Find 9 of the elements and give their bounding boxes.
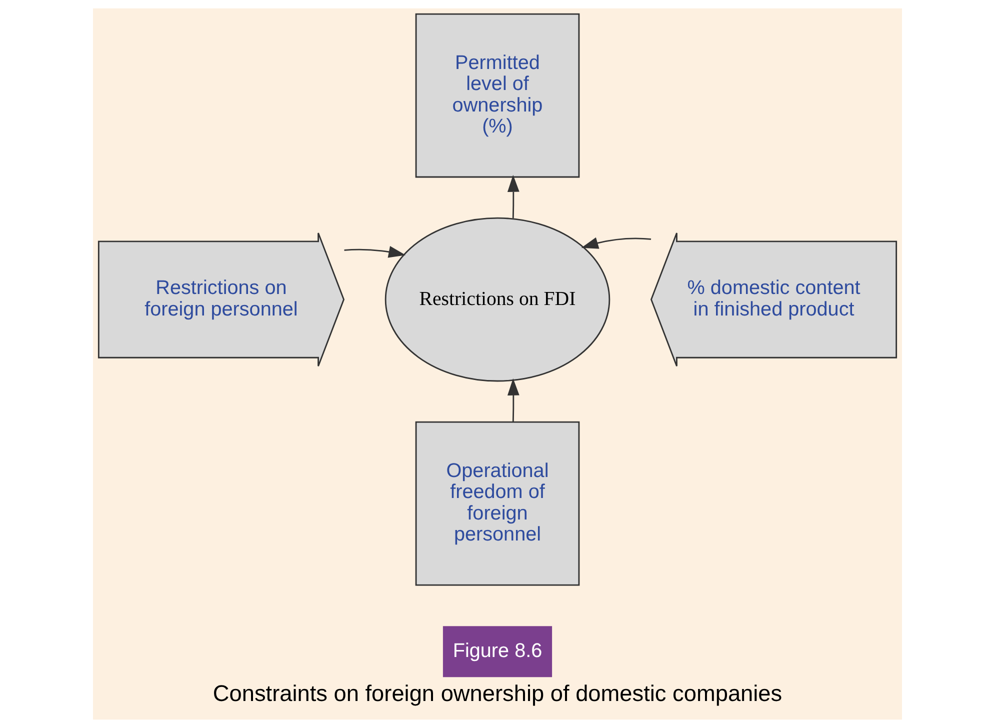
arrow bbox=[506, 378, 519, 422]
caption: Constraints on foreign ownership of domestic companies bbox=[212, 680, 782, 706]
label: Figure 8.6 bbox=[452, 640, 542, 662]
node-ellipse: Restrictions on FDI bbox=[384, 217, 610, 382]
arrow bbox=[506, 174, 519, 218]
node-box: Operational freedom of foreign personnel bbox=[414, 421, 580, 586]
arrow bbox=[344, 246, 406, 258]
arrow bbox=[580, 237, 651, 249]
node-box: Permitted level of ownership (%) bbox=[414, 13, 580, 178]
